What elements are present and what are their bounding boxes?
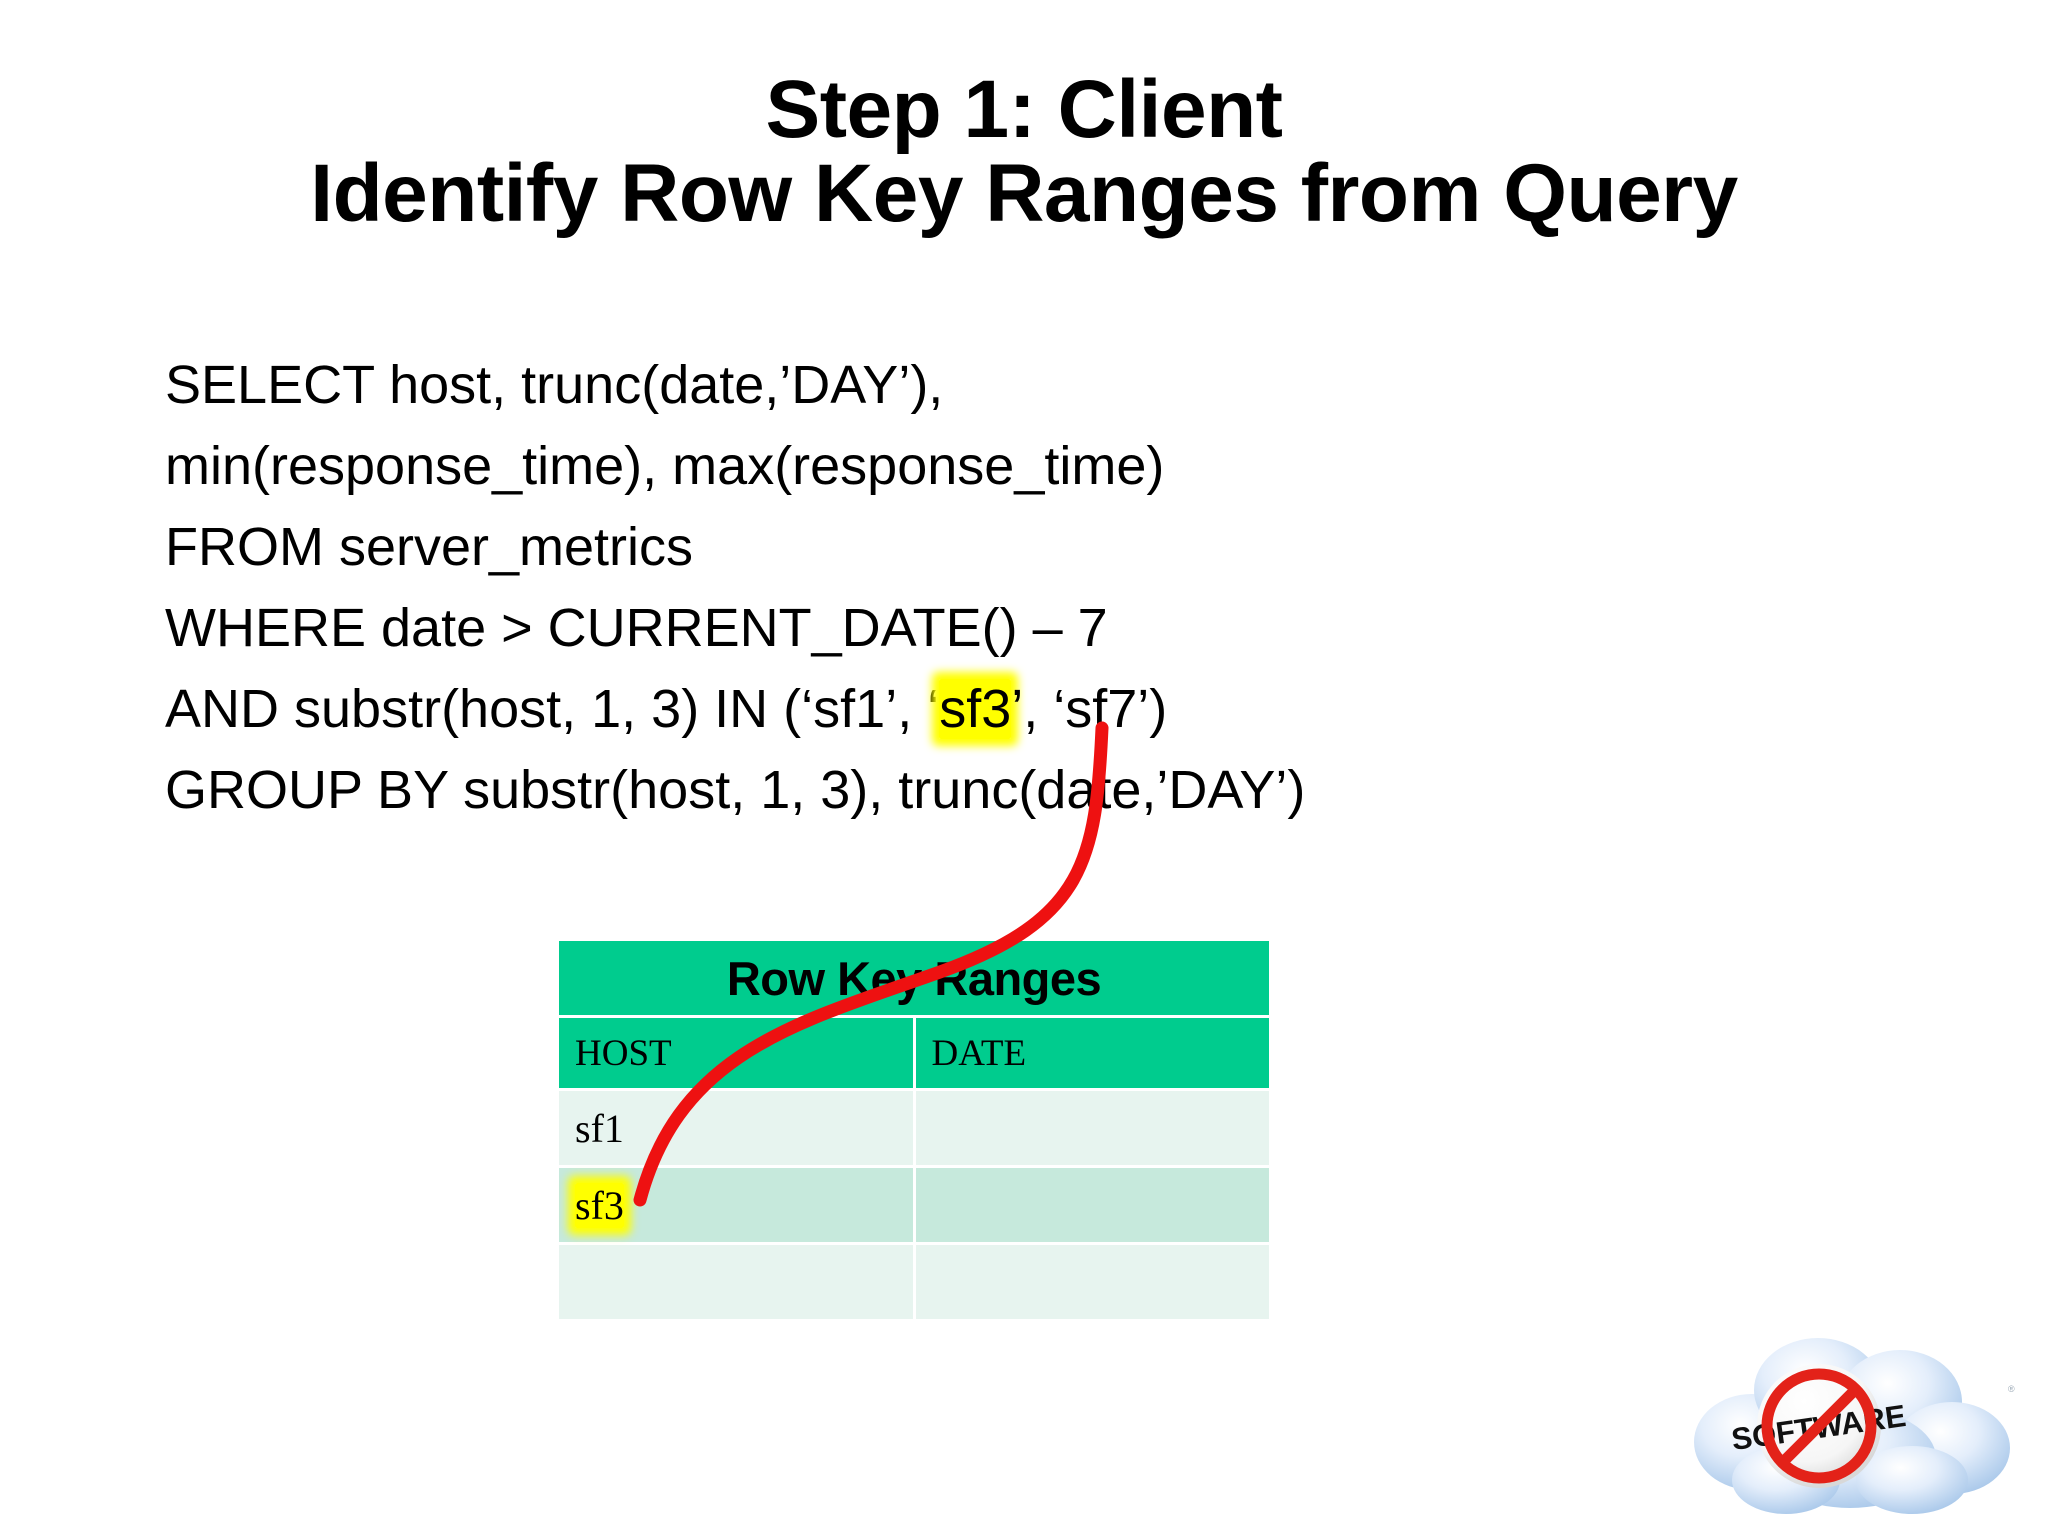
and-line-suffix: ’, ‘sf7’) bbox=[1011, 679, 1168, 739]
prohibition-sign-icon bbox=[1761, 1368, 1877, 1484]
query-line-where: WHERE date > CURRENT_DATE() – 7 bbox=[165, 598, 1108, 658]
and-line-prefix: AND substr(host, 1, 3) IN (‘sf1’, ‘ bbox=[165, 679, 940, 739]
column-header-host: HOST bbox=[559, 1018, 913, 1088]
page-title: Step 1: Client Identify Row Key Ranges f… bbox=[0, 64, 2048, 240]
column-header-date: DATE bbox=[915, 1018, 1269, 1088]
table-title-row: Row Key Ranges bbox=[559, 941, 1269, 1015]
cell-host-sf1: sf1 bbox=[559, 1091, 913, 1165]
sql-query-block: SELECT host, trunc(date,’DAY’), min(resp… bbox=[165, 345, 1615, 831]
cell-date-sf3 bbox=[915, 1168, 1269, 1242]
table-header-row: HOST DATE bbox=[559, 1018, 1269, 1088]
cell-date-sf1 bbox=[915, 1091, 1269, 1165]
query-line-aggregates: min(response_time), max(response_time) bbox=[165, 436, 1165, 496]
query-line-select: SELECT host, trunc(date,’DAY’), bbox=[165, 355, 944, 415]
no-software-logo: SOFTWARE ® bbox=[1694, 1338, 2015, 1514]
sf3-highlight-table: sf3 bbox=[575, 1182, 624, 1228]
cell-host-sf3: sf3 bbox=[559, 1168, 913, 1242]
row-key-ranges-table: Row Key Ranges HOST DATE sf1 sf3 bbox=[556, 938, 1272, 1322]
title-line-1: Step 1: Client bbox=[765, 64, 1283, 155]
query-line-and: AND substr(host, 1, 3) IN (‘sf1’, ‘sf3’,… bbox=[165, 669, 1615, 750]
sf3-highlight-query: sf3 bbox=[939, 679, 1012, 739]
query-line-groupby: GROUP BY substr(host, 1, 3), trunc(date,… bbox=[165, 760, 1306, 820]
query-line-from: FROM server_metrics bbox=[165, 517, 694, 577]
title-line-2: Identify Row Key Ranges from Query bbox=[310, 148, 1738, 240]
registered-mark: ® bbox=[2008, 1384, 2015, 1394]
table-row: sf3 bbox=[559, 1168, 1269, 1242]
table-row bbox=[559, 1245, 1269, 1319]
cell-host-empty bbox=[559, 1245, 913, 1319]
cell-date-empty bbox=[915, 1245, 1269, 1319]
table-title: Row Key Ranges bbox=[559, 941, 1269, 1015]
table-row: sf1 bbox=[559, 1091, 1269, 1165]
